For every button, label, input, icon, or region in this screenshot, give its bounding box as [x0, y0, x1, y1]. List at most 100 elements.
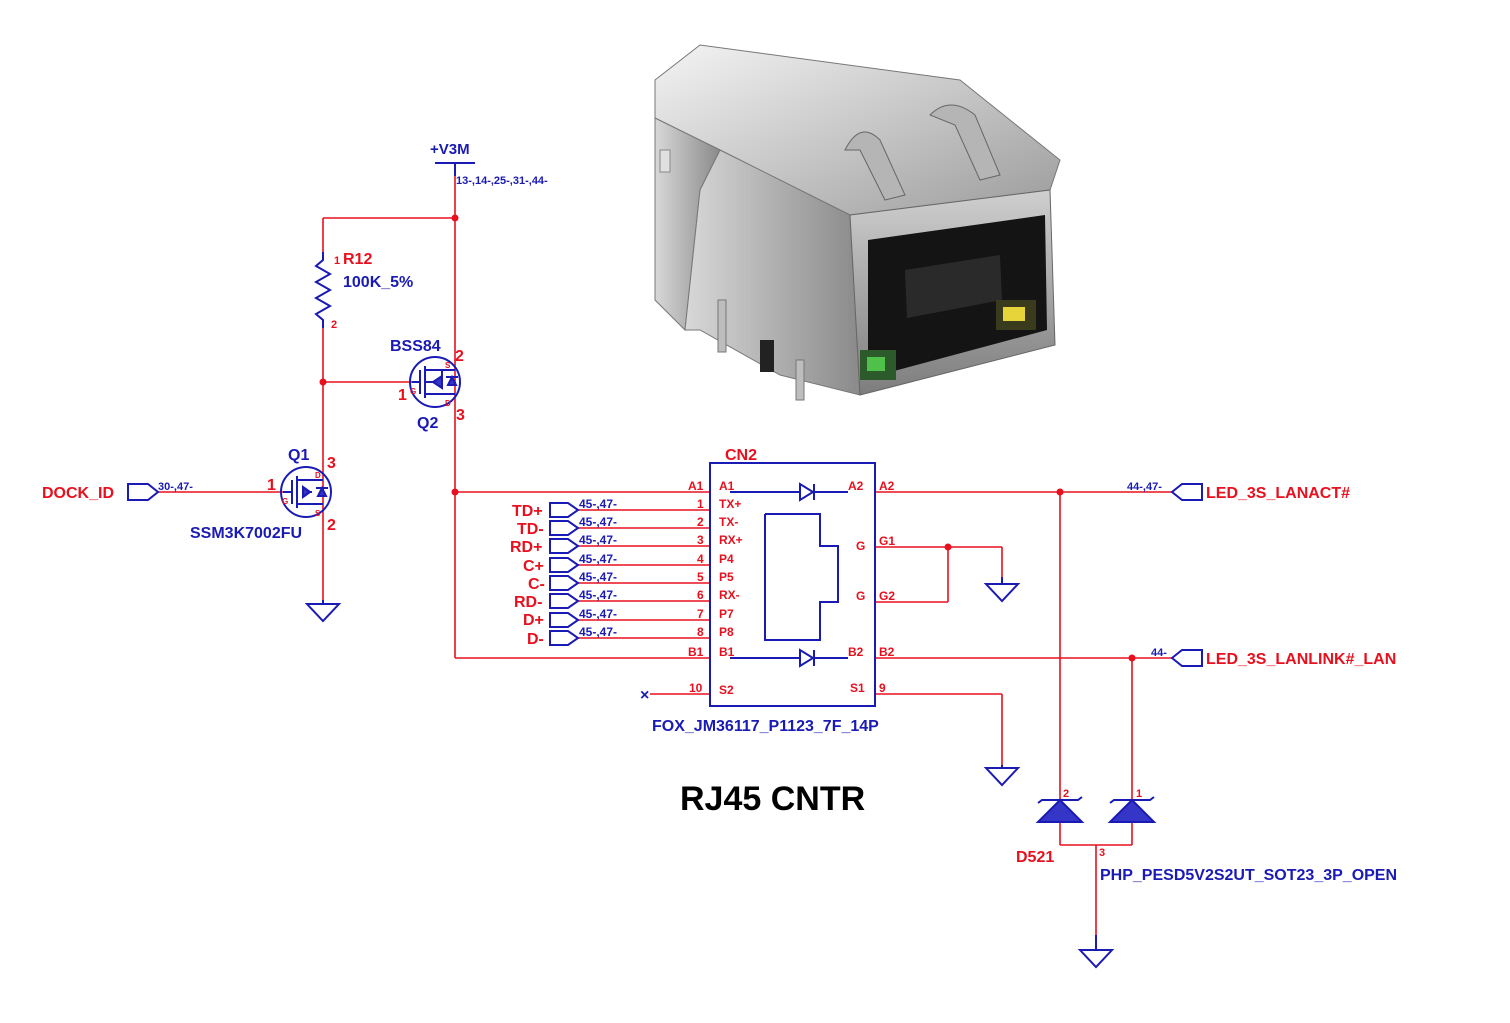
svg-text:1: 1: [334, 255, 340, 267]
schematic-title: RJ45 CNTR: [680, 780, 865, 818]
cn2-part: FOX_JM36117_P1123_7F_14P: [652, 718, 879, 735]
pin-row-6: RD- 45-,47- 6 RX-: [514, 588, 740, 611]
svg-text:45-,47-: 45-,47-: [579, 570, 617, 584]
diode-d521: 2 1 3 D521 PHP_PESD5V2S2UT_SOT23_3P_OPEN: [1016, 788, 1397, 884]
pin-row-2: TD- 45-,47- 2 TX-: [517, 515, 738, 538]
svg-text:C-: C-: [528, 576, 545, 593]
cn2-ref: CN2: [725, 447, 757, 464]
svg-text:S1: S1: [850, 681, 865, 695]
svg-text:S: S: [445, 361, 451, 370]
svg-text:1: 1: [697, 497, 704, 511]
led-act-refs: 44-,47-: [1127, 481, 1162, 493]
svg-text:3: 3: [327, 455, 336, 472]
svg-text:S: S: [315, 509, 321, 518]
r12-value: 100K_5%: [343, 274, 413, 291]
svg-text:2: 2: [697, 515, 704, 529]
svg-text:B2: B2: [879, 645, 895, 659]
svg-text:1: 1: [267, 477, 276, 494]
svg-text:2: 2: [455, 348, 464, 365]
connector-cn2: CN2 A1 A1 B1 B1 A2 A2 B2 B2 G G G1 G2 10…: [652, 447, 895, 735]
transistor-q2: BSS84 1 G 2 S D 3 Q2: [390, 338, 465, 432]
svg-text:3: 3: [456, 407, 465, 424]
pin-row-4: C+ 45-,47- 4 P4: [523, 552, 734, 575]
pin-row-3: RD+ 45-,47- 3 RX+: [510, 533, 743, 556]
svg-text:D: D: [315, 471, 321, 480]
svg-text:45-,47-: 45-,47-: [579, 533, 617, 547]
svg-text:G1: G1: [879, 534, 895, 548]
svg-text:5: 5: [697, 570, 704, 584]
svg-text:G: G: [856, 589, 865, 603]
svg-text:A1: A1: [688, 479, 704, 493]
svg-text:A2: A2: [848, 479, 864, 493]
wires: [158, 168, 1172, 935]
power-refs: 13-,14-,25-,31-,44-: [456, 175, 548, 187]
ground-s1: [983, 765, 1021, 787]
q1-ref: Q1: [288, 447, 309, 464]
svg-text:45-,47-: 45-,47-: [579, 552, 617, 566]
dock-refs: 30-,47-: [158, 481, 193, 493]
q2-part: BSS84: [390, 338, 441, 355]
svg-text:A2: A2: [879, 479, 895, 493]
svg-text:2: 2: [1063, 788, 1069, 800]
d521-ref: D521: [1016, 849, 1054, 866]
net-dock-id: DOCK_ID 30-,47-: [42, 481, 193, 502]
svg-text:45-,47-: 45-,47-: [579, 497, 617, 511]
junction-dots: [319, 214, 1136, 662]
r12-ref: R12: [343, 251, 372, 268]
resistor-r12: 1 R12 100K_5% 2: [313, 251, 413, 331]
svg-text:D-: D-: [527, 631, 544, 648]
svg-text:TD-: TD-: [517, 521, 544, 538]
led-link-name: LED_3S_LANLINK#_LAN: [1206, 651, 1396, 668]
pin-row-8: D- 45-,47- 8 P8: [527, 625, 734, 648]
svg-text:RX-: RX-: [719, 588, 740, 602]
svg-text:G: G: [856, 539, 865, 553]
net-led-act: 44-,47- LED_3S_LANACT#: [1127, 481, 1350, 502]
svg-text:RD+: RD+: [510, 539, 542, 556]
svg-text:2: 2: [327, 517, 336, 534]
svg-text:10: 10: [689, 681, 703, 695]
power-name: +V3M: [430, 141, 470, 158]
svg-text:B1: B1: [688, 645, 704, 659]
svg-text:2: 2: [331, 319, 337, 331]
svg-text:C+: C+: [523, 558, 544, 575]
svg-text:D: D: [445, 399, 451, 408]
svg-text:1: 1: [398, 387, 407, 404]
svg-text:B1: B1: [719, 645, 735, 659]
svg-text:D+: D+: [523, 612, 544, 629]
net-led-link: 44- LED_3S_LANLINK#_LAN: [1151, 647, 1396, 668]
svg-text:RD-: RD-: [514, 594, 542, 611]
svg-text:45-,47-: 45-,47-: [579, 515, 617, 529]
d521-part: PHP_PESD5V2S2UT_SOT23_3P_OPEN: [1100, 867, 1397, 884]
rj45-connector-illustration: [654, 44, 1061, 401]
svg-text:8: 8: [697, 625, 704, 639]
led-link-refs: 44-: [1151, 647, 1167, 659]
q1-part: SSM3K7002FU: [190, 525, 302, 542]
svg-text:1: 1: [1136, 788, 1142, 800]
pin-row-5: C- 45-,47- 5 P5: [528, 570, 734, 593]
ground-d521: [1077, 935, 1115, 969]
svg-text:RX+: RX+: [719, 533, 743, 547]
svg-text:4: 4: [697, 552, 704, 566]
svg-text:B2: B2: [848, 645, 864, 659]
svg-text:P4: P4: [719, 552, 734, 566]
svg-text:TD+: TD+: [512, 503, 543, 520]
svg-text:S2: S2: [719, 683, 734, 697]
svg-text:A1: A1: [719, 479, 735, 493]
pin-row-1: TD+ 45-,47- 1 TX+: [512, 497, 741, 520]
transistor-q1: Q1 1 G D 3 S 2 SSM3K7002FU: [190, 447, 336, 542]
svg-text:G2: G2: [879, 589, 895, 603]
ground-g: [983, 577, 1021, 603]
svg-text:TX-: TX-: [719, 515, 738, 529]
svg-text:P8: P8: [719, 625, 734, 639]
svg-text:7: 7: [697, 607, 704, 621]
power-symbol-v3m: +V3M 13-,14-,25-,31-,44-: [430, 141, 548, 187]
svg-text:9: 9: [879, 681, 886, 695]
svg-text:G: G: [410, 387, 416, 396]
pin-row-7: D+ 45-,47- 7 P7: [523, 607, 734, 629]
dock-name: DOCK_ID: [42, 485, 114, 502]
svg-text:TX+: TX+: [719, 497, 741, 511]
svg-text:45-,47-: 45-,47-: [579, 607, 617, 621]
svg-text:G: G: [282, 497, 288, 506]
svg-text:P7: P7: [719, 607, 734, 621]
